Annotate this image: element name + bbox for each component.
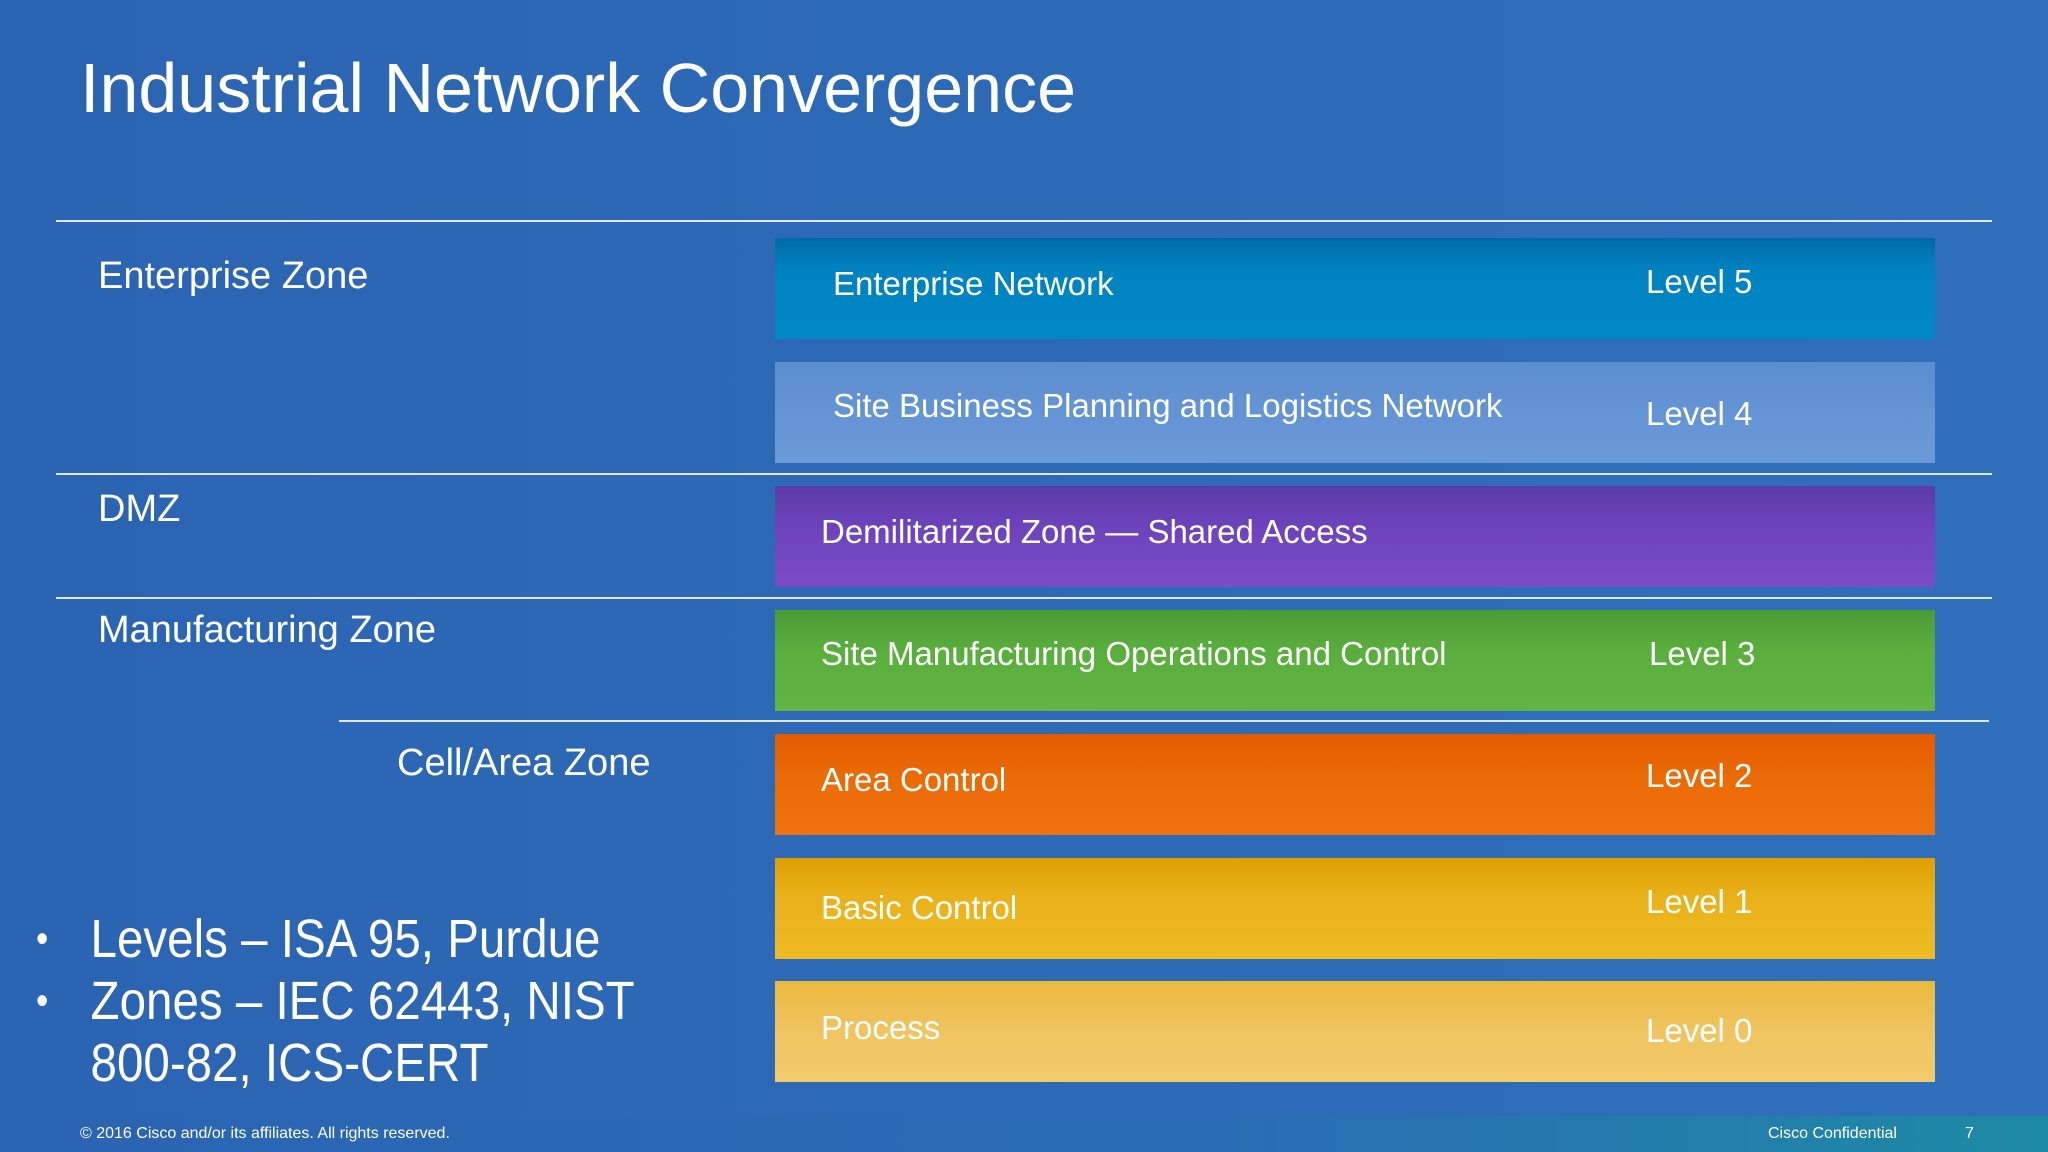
band-level: Level 2 xyxy=(1646,757,1753,794)
zone-divider-enterprise-dmz xyxy=(56,473,1992,475)
zone-divider-dmz-manufacturing xyxy=(56,597,1992,599)
band-level: Level 1 xyxy=(1646,883,1753,920)
level-band-site-manufacturing: Site Manufacturing Operations and Contro… xyxy=(775,610,1935,711)
footer-confidential: Cisco Confidential xyxy=(1768,1125,1897,1142)
zone-label-cell-area: Cell/Area Zone xyxy=(397,742,651,784)
zone-label-manufacturing: Manufacturing Zone xyxy=(98,609,436,651)
footer-copyright: © 2016 Cisco and/or its affiliates. All … xyxy=(80,1125,450,1142)
bullet-dot: • xyxy=(36,917,49,961)
zone-divider-top xyxy=(56,220,1992,222)
slide-title: Industrial Network Convergence xyxy=(80,49,1077,127)
band-name: Demilitarized Zone — Shared Access xyxy=(821,513,1368,550)
level-band-enterprise-network: Enterprise Network Level 5 xyxy=(775,238,1935,339)
footer-bar: © 2016 Cisco and/or its affiliates. All … xyxy=(0,1116,2048,1152)
band-level: Level 3 xyxy=(1649,635,1756,672)
band-name: Area Control xyxy=(821,761,1007,798)
band-name: Process xyxy=(821,1009,941,1046)
bullet-text: Levels – ISA 95, Purdue xyxy=(90,909,601,969)
band-name: Basic Control xyxy=(821,889,1018,926)
footer-page-number: 7 xyxy=(1965,1125,1974,1142)
level-band-process: Process Level 0 xyxy=(775,981,1935,1082)
band-name: Site Business Planning and Logistics Net… xyxy=(833,387,1503,424)
bullet-dot: • xyxy=(36,979,49,1023)
level-band-area-control: Area Control Level 2 xyxy=(775,734,1935,835)
band-name: Site Manufacturing Operations and Contro… xyxy=(821,635,1447,672)
zone-label-enterprise: Enterprise Zone xyxy=(98,255,369,297)
level-band-dmz-shared-access: Demilitarized Zone — Shared Access xyxy=(775,486,1935,587)
level-band-basic-control: Basic Control Level 1 xyxy=(775,858,1935,959)
bullet-list: • Levels – ISA 95, Purdue • Zones – IEC … xyxy=(36,908,756,1094)
band-level: Level 5 xyxy=(1646,263,1753,300)
bullet-item-levels: • Levels – ISA 95, Purdue xyxy=(36,908,670,970)
bullet-item-zones: • Zones – IEC 62443, NIST 800-82, ICS-CE… xyxy=(36,970,670,1094)
zone-label-dmz: DMZ xyxy=(98,488,181,530)
band-name: Enterprise Network xyxy=(833,265,1114,302)
level-band-site-business-planning: Site Business Planning and Logistics Net… xyxy=(775,362,1935,463)
band-level: Level 4 xyxy=(1646,395,1753,432)
bullet-text: Zones – IEC 62443, NIST 800-82, ICS-CERT xyxy=(90,971,634,1093)
band-level: Level 0 xyxy=(1646,1012,1753,1049)
zone-divider-manufacturing-cell xyxy=(339,720,1989,722)
